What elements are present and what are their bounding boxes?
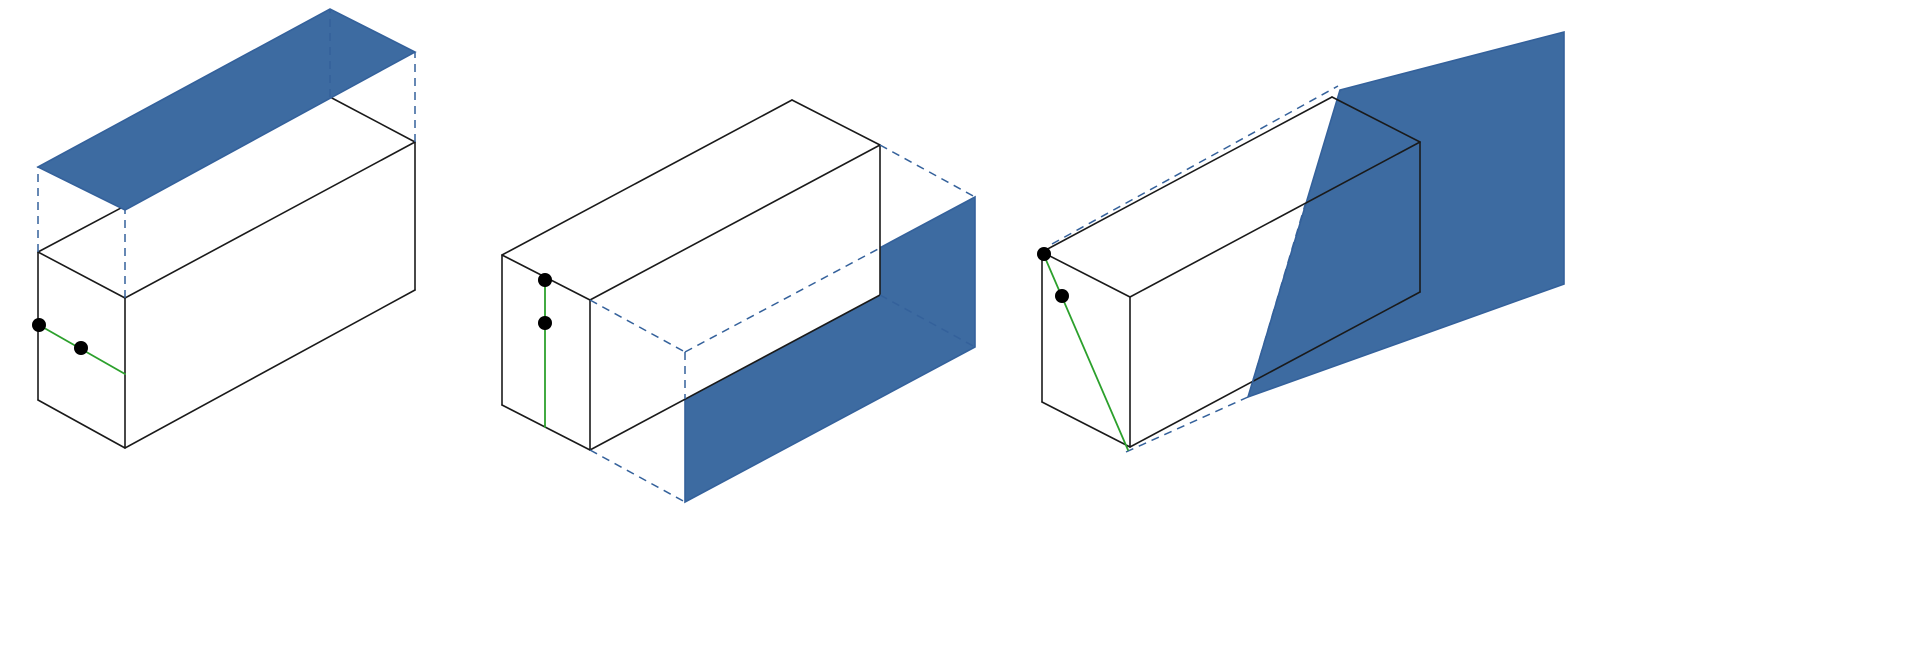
- box-edge: [124, 141, 416, 299]
- vertex-dot: [538, 273, 552, 287]
- box-edge: [329, 96, 416, 143]
- vertex-dot: [74, 341, 88, 355]
- figure-prism-side-plane: [501, 99, 976, 504]
- box-edge: [589, 294, 881, 451]
- vertex-dot: [32, 318, 46, 332]
- box-edge: [1041, 251, 1131, 298]
- box-edge: [1331, 96, 1421, 143]
- box-edge: [501, 404, 591, 451]
- box-face: [502, 100, 880, 300]
- box-edge: [791, 99, 881, 146]
- vertex-dot: [538, 316, 552, 330]
- section-trace-line: [1042, 252, 1129, 451]
- box-edge: [589, 144, 881, 301]
- cut-plane: [1246, 30, 1565, 399]
- construction-dashed-line: [1051, 85, 1339, 245]
- construction-dashed-line: [684, 247, 881, 353]
- figure-prism-top-plane: [32, 8, 417, 449]
- box-edge: [501, 99, 793, 256]
- construction-dashed-line: [1251, 204, 1306, 385]
- construction-dashed-line: [879, 294, 976, 348]
- figure-prism-diagonal-plane: [1037, 30, 1565, 453]
- box-edge: [1129, 141, 1421, 298]
- box-edge: [1041, 401, 1131, 448]
- construction-dashed-line: [589, 299, 686, 353]
- box-edge: [37, 251, 126, 299]
- box-face: [590, 145, 880, 450]
- vertex-dot: [1037, 247, 1051, 261]
- box-edge: [1041, 96, 1333, 253]
- box-face: [38, 97, 415, 298]
- box-edge: [124, 289, 416, 449]
- box-face: [125, 142, 415, 448]
- box-edge: [1129, 291, 1421, 448]
- box-face: [502, 255, 590, 450]
- construction-dashed-line: [879, 144, 976, 198]
- construction-dashed-line: [589, 449, 686, 503]
- vertex-dot: [1055, 289, 1069, 303]
- box-edge: [37, 399, 126, 449]
